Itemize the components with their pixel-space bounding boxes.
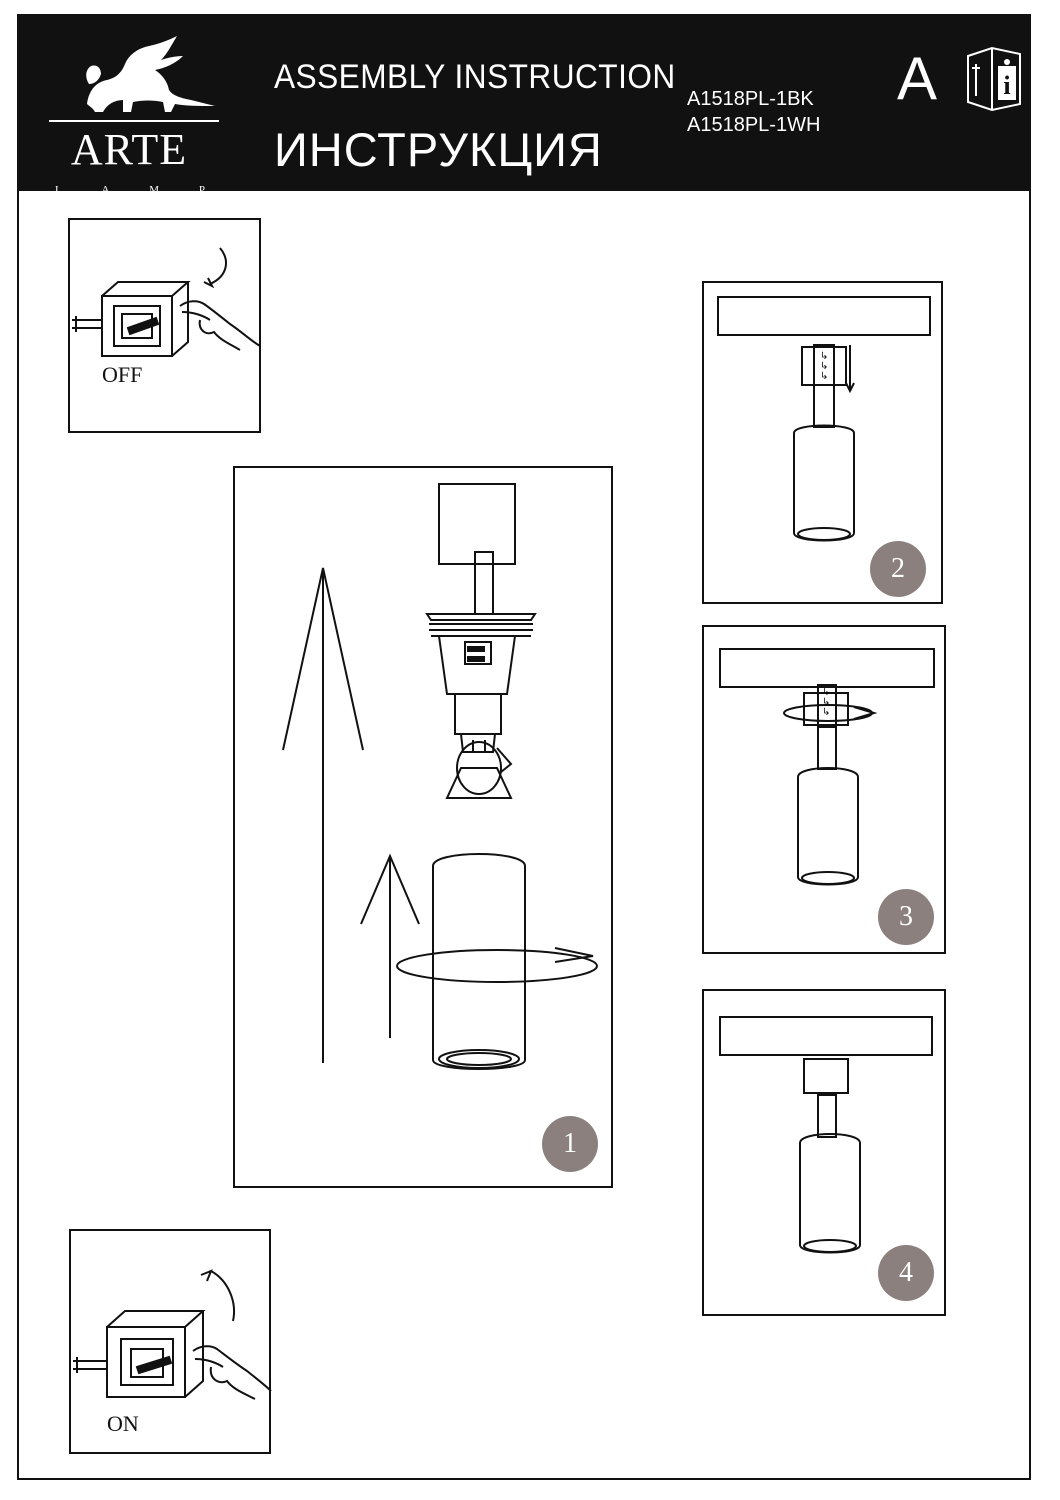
step-badge: 1 xyxy=(542,1116,598,1172)
step-2-panel: ↳ ↳ ↳ 2 xyxy=(702,281,943,604)
arte-lamp-logo: ARTE L A M P xyxy=(49,34,219,196)
model-number: A1518PL-1WH xyxy=(687,114,821,136)
svg-text:↳: ↳ xyxy=(822,687,830,698)
step-badge: 3 xyxy=(878,889,934,945)
switch-off-label: OFF xyxy=(102,362,143,387)
step-3-illustration: ↳ ↳ ↳ xyxy=(719,648,935,886)
brand-sub-letter: M xyxy=(149,184,160,196)
griffin-icon xyxy=(49,36,219,122)
step-1-panel: 1 xyxy=(233,466,613,1188)
brand-sub-letter: L xyxy=(55,184,62,196)
switch-on-label: ON xyxy=(107,1411,139,1436)
svg-text:↳: ↳ xyxy=(820,351,828,362)
header-bar: ARTE L A M P ASSEMBLY INSTRUCTION ИНСТРУ… xyxy=(17,14,1031,196)
model-number: A1518PL-1BK xyxy=(687,88,814,110)
svg-text:↳: ↳ xyxy=(822,697,830,708)
manual-info-icon: i xyxy=(967,46,1021,112)
step-2-illustration: ↳ ↳ ↳ xyxy=(717,296,931,542)
step-4-panel: 4 xyxy=(702,989,946,1316)
step-4-illustration xyxy=(719,1016,933,1254)
light-switch-on-icon xyxy=(73,1269,272,1400)
svg-text:i: i xyxy=(1003,71,1010,100)
brand-name: ARTE xyxy=(70,125,188,174)
switch-off-panel: OFF xyxy=(68,218,261,433)
brand-subtitle: L A M P xyxy=(55,184,205,196)
title-english: ASSEMBLY INSTRUCTION xyxy=(274,58,676,96)
step-3-panel: ↳ ↳ ↳ 3 xyxy=(702,625,946,954)
light-switch-off-icon xyxy=(72,247,261,357)
step-badge: 4 xyxy=(878,1245,934,1301)
switch-on-panel: ON xyxy=(69,1229,272,1454)
brand-sub-letter: A xyxy=(101,184,110,196)
step-badge: 2 xyxy=(870,541,926,597)
brand-sub-letter: P xyxy=(198,184,205,196)
step-1-illustration xyxy=(282,483,598,1070)
title-russian: ИНСТРУКЦИЯ xyxy=(274,123,603,176)
svg-text:↳: ↳ xyxy=(820,371,828,382)
svg-text:↳: ↳ xyxy=(822,707,830,718)
language-letter: A xyxy=(897,45,938,112)
svg-text:↳: ↳ xyxy=(820,361,828,372)
